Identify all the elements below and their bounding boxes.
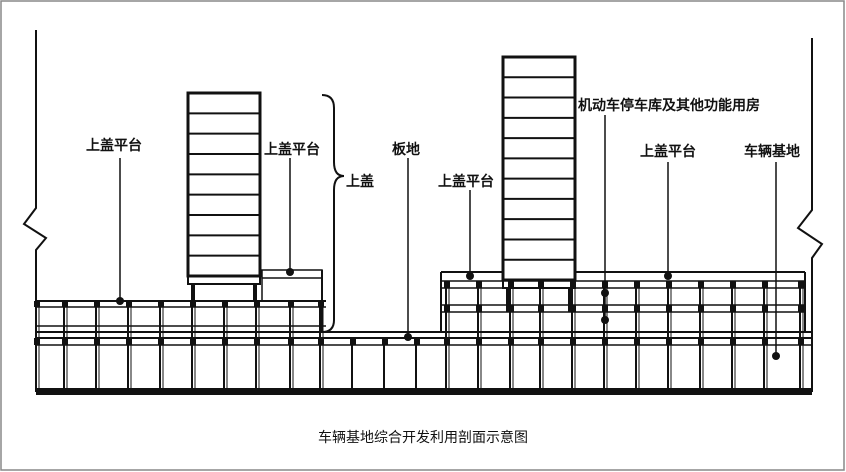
column-joint bbox=[508, 305, 514, 312]
column-cap bbox=[730, 281, 736, 288]
column-cap bbox=[666, 281, 672, 288]
column-joint bbox=[350, 338, 356, 345]
column-cap bbox=[254, 301, 260, 307]
figure-caption: 车辆基地综合开发利用剖面示意图 bbox=[318, 429, 528, 446]
column-cap bbox=[62, 301, 68, 307]
column-joint bbox=[382, 338, 388, 345]
label-platform-center: 上盖平台 bbox=[438, 173, 494, 190]
column-joint bbox=[634, 305, 640, 312]
column-joint bbox=[318, 338, 324, 345]
column-cap bbox=[288, 301, 294, 307]
label-cover: 上盖 bbox=[346, 173, 374, 190]
right-break-line bbox=[796, 38, 824, 392]
leader-dots bbox=[116, 268, 780, 360]
left-break-line bbox=[22, 30, 48, 392]
column-joint bbox=[476, 338, 482, 345]
leader-lines bbox=[119, 115, 777, 356]
column-cap bbox=[634, 281, 640, 288]
column-joint bbox=[34, 338, 40, 345]
column-joint bbox=[254, 338, 260, 345]
column-cap bbox=[508, 281, 514, 288]
column-joint bbox=[190, 338, 196, 345]
column-cap bbox=[222, 301, 228, 307]
left-cover-deck bbox=[36, 300, 326, 327]
column-joint bbox=[288, 338, 294, 345]
column-cap bbox=[538, 281, 544, 288]
right-tower bbox=[501, 55, 577, 312]
foundation-slab bbox=[36, 388, 812, 395]
column-joint bbox=[602, 338, 608, 345]
ground-level-slab bbox=[36, 331, 812, 346]
label-platform-right: 上盖平台 bbox=[640, 143, 696, 160]
column-joint bbox=[476, 305, 482, 312]
label-parking-functions: 机动车停车库及其他功能用房 bbox=[578, 97, 760, 114]
label-platform-mid: 上盖平台 bbox=[264, 141, 320, 158]
column-cap bbox=[698, 281, 704, 288]
cover-brace bbox=[321, 94, 345, 333]
left-tower bbox=[186, 91, 262, 301]
column-cap bbox=[94, 301, 100, 307]
column-joint bbox=[762, 338, 768, 345]
column-joint bbox=[158, 338, 164, 345]
column-joint bbox=[570, 338, 576, 345]
column-cap bbox=[318, 301, 324, 307]
column-joint bbox=[798, 305, 804, 312]
column-joint bbox=[698, 338, 704, 345]
column-joint bbox=[62, 338, 68, 345]
label-slab-ground: 板地 bbox=[392, 141, 420, 158]
column-joint bbox=[570, 305, 576, 312]
column-joint bbox=[222, 338, 228, 345]
column-joint bbox=[444, 338, 450, 345]
column-joint bbox=[538, 338, 544, 345]
column-cap bbox=[190, 301, 196, 307]
column-joint bbox=[798, 338, 804, 345]
column-cap bbox=[762, 281, 768, 288]
column-joint bbox=[730, 305, 736, 312]
column-cap bbox=[476, 281, 482, 288]
label-vehicle-base: 车辆基地 bbox=[744, 143, 800, 160]
label-platform-left: 上盖平台 bbox=[86, 137, 142, 154]
right-cover-deck bbox=[440, 271, 806, 332]
column-joint bbox=[698, 305, 704, 312]
column-joint bbox=[666, 305, 672, 312]
column-joint bbox=[126, 338, 132, 345]
column-joint bbox=[666, 338, 672, 345]
column-joint bbox=[414, 338, 420, 345]
column-cap bbox=[444, 281, 450, 288]
column-cap bbox=[34, 301, 40, 307]
column-cap bbox=[570, 281, 576, 288]
column-joint bbox=[508, 338, 514, 345]
column-cap bbox=[158, 301, 164, 307]
column-joint bbox=[444, 305, 450, 312]
column-joint bbox=[94, 338, 100, 345]
column-cap bbox=[126, 301, 132, 307]
column-cap bbox=[798, 281, 804, 288]
column-joint bbox=[730, 338, 736, 345]
column-joint bbox=[538, 305, 544, 312]
column-joint bbox=[762, 305, 768, 312]
structural-columns bbox=[34, 281, 804, 388]
column-joint bbox=[634, 338, 640, 345]
